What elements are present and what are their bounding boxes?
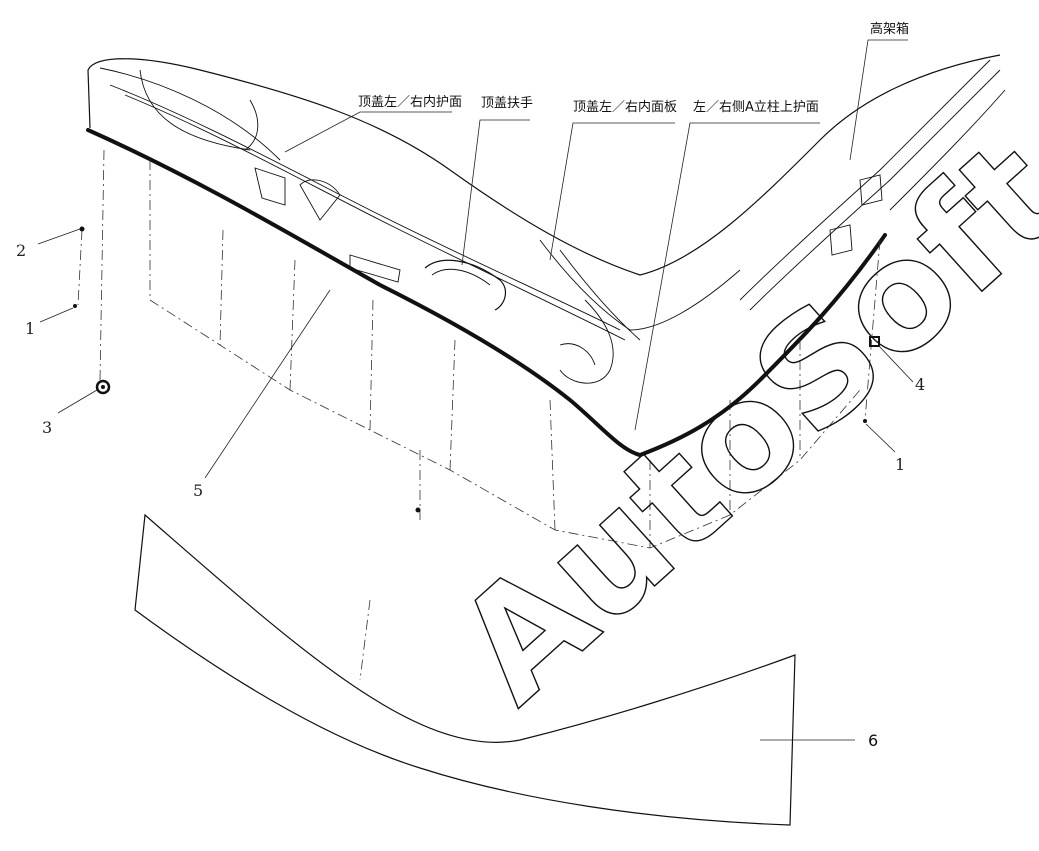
callout-3: 3 xyxy=(42,418,52,437)
callout-5: 5 xyxy=(193,481,203,500)
fastener-pin-icon xyxy=(73,226,867,423)
grommet-icon xyxy=(95,379,111,395)
label-a-pillar-upper-trim: 左／右侧A立柱上护面 xyxy=(693,100,819,115)
callout-6: 6 xyxy=(868,731,878,750)
square-clip-icon xyxy=(869,336,880,347)
explosion-lines xyxy=(77,149,881,681)
callout-2: 2 xyxy=(16,241,26,260)
callout-1-right: 1 xyxy=(895,455,905,474)
seal-strip xyxy=(86,128,887,458)
lower-sheet-part xyxy=(134,513,796,826)
label-roof-handle: 顶盖扶手 xyxy=(481,96,533,111)
callout-1-left: 1 xyxy=(25,319,35,338)
leader-lines xyxy=(37,39,914,741)
label-roof-inner-panel: 顶盖左／右内面板 xyxy=(573,99,677,115)
callout-4: 4 xyxy=(915,375,925,394)
headliner-outline xyxy=(87,54,1006,384)
clip-icon xyxy=(415,507,421,513)
label-overhead-bin: 高架箱 xyxy=(870,21,909,37)
watermark-text: AutoSoft xyxy=(425,108,1039,736)
label-roof-side-trim: 顶盖左／右内护面 xyxy=(358,94,462,110)
